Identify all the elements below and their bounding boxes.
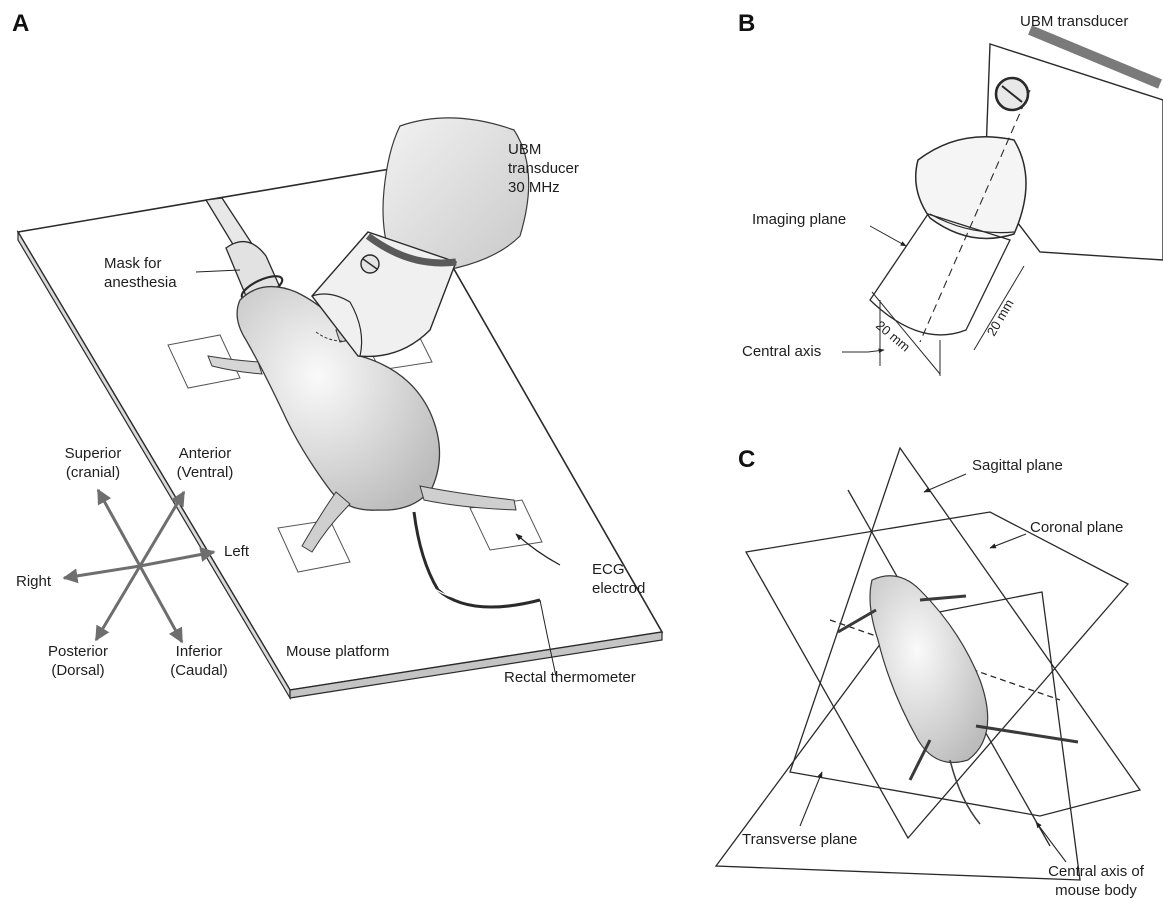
platform-label: Mouse platform [286, 642, 389, 661]
central-axis-c-label-line2: mouse body [1034, 881, 1158, 900]
right-label: Right [16, 572, 51, 591]
transducer-lens [916, 137, 1026, 239]
inferior-label-line2: (Caudal) [156, 661, 242, 680]
central-axis-c-label-line1: Central axis of [1034, 862, 1158, 881]
ecg-label: ECG electrod [592, 560, 645, 598]
coronal-label: Coronal plane [1030, 518, 1123, 537]
left-label: Left [224, 542, 249, 561]
transducer-label-line2: transducer [508, 159, 579, 178]
posterior-label-line2: (Dorsal) [30, 661, 126, 680]
inferior-label-line1: Inferior [156, 642, 242, 661]
ubm-transducer-label-b: UBM transducer [1020, 12, 1128, 31]
anterior-label-line2: (Ventral) [162, 463, 248, 482]
sagittal-label: Sagittal plane [972, 456, 1063, 475]
panel-a-drawing [18, 118, 662, 698]
panel-a-letter: A [12, 10, 29, 38]
superior-label-line1: Superior [50, 444, 136, 463]
thermometer-label: Rectal thermometer [504, 668, 636, 687]
mask-label-line2: anesthesia [104, 273, 177, 292]
superior-label-line2: (cranial) [50, 463, 136, 482]
transverse-label: Transverse plane [742, 830, 857, 849]
panel-c-letter: C [738, 446, 755, 474]
inferior-label: Inferior (Caudal) [156, 642, 242, 680]
posterior-label-line1: Posterior [30, 642, 126, 661]
transducer-label-line1: UBM [508, 140, 579, 159]
posterior-label: Posterior (Dorsal) [30, 642, 126, 680]
panel-b-letter: B [738, 10, 755, 38]
mask-label: Mask for anesthesia [104, 254, 177, 292]
transducer-label-line3: 30 MHz [508, 178, 579, 197]
ecg-label-line1: ECG [592, 560, 645, 579]
imaging-plane-label: Imaging plane [752, 210, 846, 229]
central-axis-c-label: Central axis of mouse body [1034, 862, 1158, 900]
anterior-label-line1: Anterior [162, 444, 248, 463]
mask-label-line1: Mask for [104, 254, 177, 273]
central-axis-label: Central axis [742, 342, 821, 361]
ubm-transducer-label-a: UBM transducer 30 MHz [508, 140, 579, 197]
superior-label: Superior (cranial) [50, 444, 136, 482]
ecg-label-line2: electrod [592, 579, 645, 598]
anterior-label: Anterior (Ventral) [162, 444, 248, 482]
